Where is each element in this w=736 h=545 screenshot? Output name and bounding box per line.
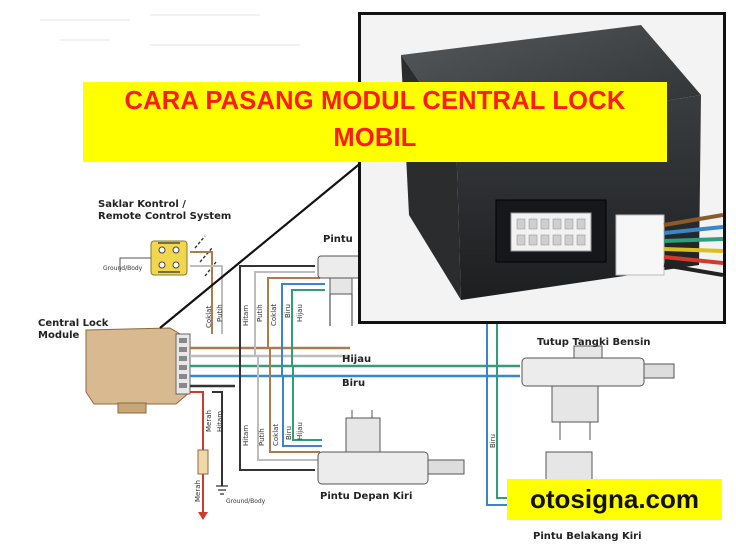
faint-background-sketch <box>40 14 300 46</box>
blue-wire-label: Biru <box>342 378 366 389</box>
wire-tag: Merah <box>205 410 213 432</box>
power-wires <box>190 391 223 512</box>
title-line-1: CARA PASANG MODUL CENTRAL LOCK <box>124 87 626 115</box>
switch-contact <box>172 246 180 254</box>
wire-tag: Hijau <box>296 422 304 440</box>
photo-connector-pins <box>516 218 586 246</box>
wire-tag: Biru <box>489 433 497 448</box>
title-banner: CARA PASANG MODUL CENTRAL LOCK MOBIL <box>83 82 667 162</box>
rear-branch-wires <box>486 318 520 506</box>
module-fuse-tab <box>117 402 147 414</box>
fuel-cap-actuator <box>521 345 675 440</box>
front-right-trunk-wires <box>239 265 325 386</box>
wire-red <box>190 391 204 512</box>
wire-tag: Putih <box>258 428 266 446</box>
front-left-door-label: Pintu Depan Kiri <box>320 491 413 502</box>
wire-tag: Hitam <box>216 410 224 432</box>
wire-tag: Putih <box>256 304 264 322</box>
front-left-actuator <box>317 410 465 485</box>
wire-tag: Hijau <box>296 304 304 322</box>
module-photo-inset <box>358 12 726 324</box>
callout-line <box>159 161 363 329</box>
switch-lever <box>158 242 180 273</box>
ground-symbol <box>216 485 228 495</box>
wire-black-ground <box>212 391 223 486</box>
switch-contact <box>158 261 166 269</box>
switch-label-line2: Remote Control System <box>98 211 232 222</box>
inline-fuse <box>197 449 209 475</box>
wire-tag: Merah <box>194 480 202 502</box>
ground-label-bottom: Ground/Body <box>226 498 266 505</box>
title-line-2: MOBIL <box>333 124 417 152</box>
wire-tag: Coklat <box>205 305 213 328</box>
switch-ground-wire <box>119 257 151 272</box>
module-photo <box>361 15 723 321</box>
front-right-door-label: Pintu <box>323 234 353 245</box>
wire-tag: Biru <box>285 425 293 440</box>
power-arrow <box>198 512 208 520</box>
front-left-trunk-wires <box>239 348 322 471</box>
switch-label-line1: Saklar Kontrol / <box>98 199 186 210</box>
central-lock-module <box>85 327 191 414</box>
wire-white <box>190 265 223 334</box>
photo-white-plug <box>615 214 665 276</box>
photo-cable-bundle <box>663 213 723 277</box>
module-label-line1: Central Lock <box>38 318 109 329</box>
wire-tag: Biru <box>284 303 292 318</box>
switch-dashes <box>194 235 217 277</box>
rear-left-door-label: Pintu Belakang Kiri <box>533 531 642 542</box>
watermark-text: otosigna.com <box>529 484 699 514</box>
wire-brown <box>190 251 213 334</box>
switch-to-module-wires <box>190 251 223 334</box>
wire-tag: Coklat <box>270 303 278 326</box>
switch-contact <box>172 261 180 269</box>
switch-contact <box>158 246 166 254</box>
watermark-box: otosigna.com <box>507 479 722 520</box>
module-label-line2: Module <box>38 330 80 341</box>
fuel-cap-label: Tutup Tangki Bensin <box>537 337 651 348</box>
remote-switch-block <box>119 235 217 277</box>
module-body <box>85 327 191 405</box>
wire-tag: Putih <box>216 304 224 322</box>
wire-tag: Hitam <box>242 424 250 446</box>
green-wire-label: Hijau <box>342 354 372 365</box>
ground-label-top: Ground/Body <box>103 265 143 272</box>
switch-housing <box>150 240 188 276</box>
photo-connector-plug <box>510 212 592 252</box>
wire-tag: Hitam <box>242 304 250 326</box>
wire-tag: Coklat <box>272 423 280 446</box>
